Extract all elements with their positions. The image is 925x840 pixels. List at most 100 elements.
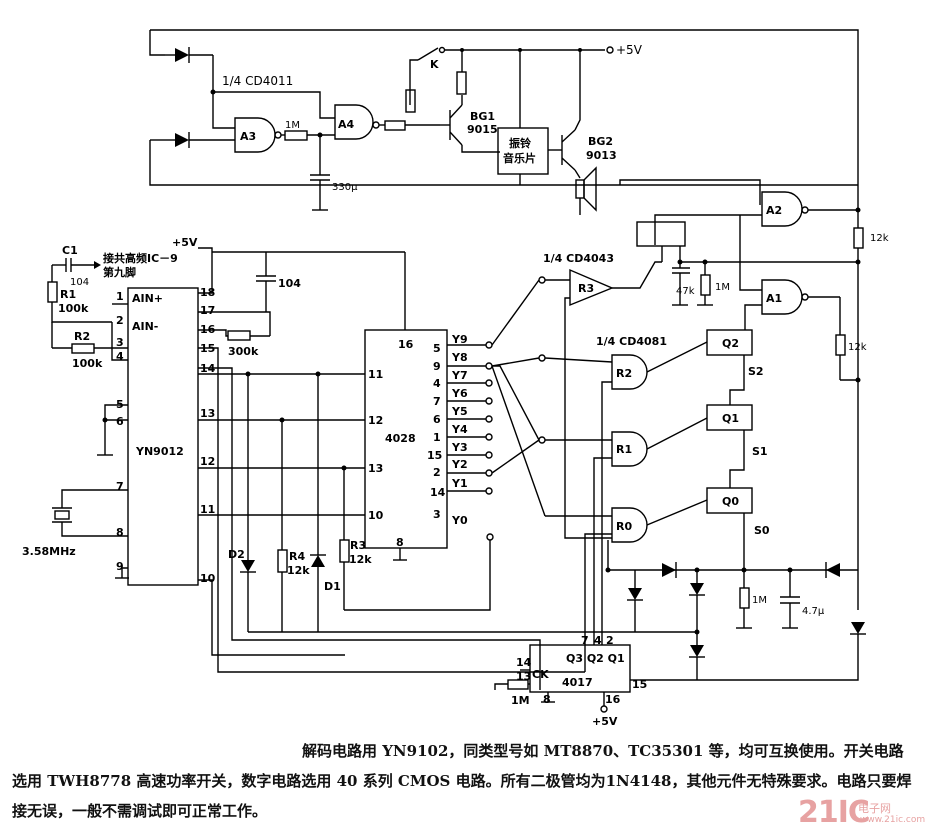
bottom-right-network: 1M 4.7μ bbox=[248, 540, 866, 681]
resistor-12k-a bbox=[853, 227, 864, 249]
diode-b1 bbox=[662, 562, 677, 578]
label-yn9012: YN9012 bbox=[135, 445, 184, 458]
gate-a2: A2 bbox=[761, 191, 809, 227]
ic-yn9012: AIN+ AIN- YN9012 1 2 3 4 5 6 7 8 9 18 17… bbox=[116, 286, 216, 586]
diode-top-2 bbox=[165, 132, 235, 148]
pin-label: 7 bbox=[581, 634, 589, 647]
ic-4028: 4028 16 11 12 13 10 8 bbox=[364, 329, 448, 561]
resistor-r4: R4 12k bbox=[277, 420, 310, 632]
label-s0: S0 bbox=[754, 524, 770, 537]
pin-label: 4 bbox=[594, 634, 602, 647]
label-d1: D1 bbox=[324, 580, 341, 593]
pin-label: 12 bbox=[200, 455, 215, 468]
label-crystal: 3.58MHz bbox=[22, 545, 76, 558]
label-k: K bbox=[430, 58, 439, 71]
ic-4028-outputs: 5 Y9 Y8 9 Y7 4 Y6 7 Y5 6 Y4 1 Y3 15 Y2 2… bbox=[427, 333, 493, 527]
label-y7: Y7 bbox=[451, 369, 468, 382]
resistor-12k-b bbox=[835, 334, 846, 356]
pin-label: 5 bbox=[433, 342, 441, 355]
label-r4: R4 bbox=[289, 550, 305, 563]
label-cd4043: 1/4 CD4043 bbox=[543, 252, 614, 265]
label-r2: R2 bbox=[74, 330, 90, 343]
watermark-url: www.21ic.com bbox=[860, 815, 925, 825]
label-1m-bottom: 1M bbox=[511, 694, 530, 707]
caption-text: 解码电路用 YN9102，同类型号如 MT8870、TC35301 等，均可互换… bbox=[12, 742, 912, 820]
resistor-1m-top: 1M bbox=[284, 120, 308, 141]
label-5v-top: +5V bbox=[616, 43, 643, 57]
pin-label: 13 bbox=[368, 462, 383, 475]
ic-4017: 4017 CK Q3 Q2 Q1 7 4 2 14 13 15 8 16 bbox=[516, 634, 647, 706]
label-connect-2: 第九脚 bbox=[103, 265, 136, 279]
label-1m-top: 1M bbox=[285, 120, 300, 131]
label-bg2-type: 9013 bbox=[586, 149, 617, 162]
resistor-r3: R3 12k bbox=[339, 468, 372, 610]
label-bg2: BG2 bbox=[588, 135, 613, 148]
label-c1-val: 104 bbox=[70, 277, 89, 288]
label-4028: 4028 bbox=[385, 432, 416, 445]
label-r2-gate: R2 bbox=[616, 367, 632, 380]
right-logic-section: A2 12k 47k 1M A1 bbox=[538, 179, 889, 645]
resistor-a4-out bbox=[384, 120, 406, 131]
circuit-schematic: 1/4 CD4011 A3 1M 330μ A4 bbox=[22, 29, 889, 728]
pin-label: 9 bbox=[116, 560, 124, 573]
label-q1: Q1 bbox=[722, 412, 739, 425]
label-y5: Y5 bbox=[451, 405, 468, 418]
label-y3: Y3 bbox=[451, 441, 468, 454]
pin-label: 4 bbox=[433, 377, 441, 390]
label-r1: R1 bbox=[60, 288, 76, 301]
pin-label: 14 bbox=[430, 486, 446, 499]
pin-label: 2 bbox=[606, 634, 614, 647]
label-bg1: BG1 bbox=[470, 110, 495, 123]
label-12k-a: 12k bbox=[870, 233, 889, 244]
label-d2: D2 bbox=[228, 548, 245, 561]
label-a3: A3 bbox=[240, 130, 256, 143]
label-a1: A1 bbox=[766, 292, 782, 305]
label-5v-left: +5V bbox=[172, 236, 198, 249]
label-r3: R3 bbox=[350, 539, 366, 552]
label-4-7u: 4.7μ bbox=[802, 606, 825, 617]
label-47k: 47k bbox=[676, 286, 695, 297]
gate-r0: R0 bbox=[611, 507, 648, 543]
transistor-bg2: BG2 9013 bbox=[561, 129, 617, 171]
pin-label: 13 bbox=[516, 670, 531, 683]
resistor-k bbox=[405, 89, 416, 113]
label-1m-right: 1M bbox=[752, 595, 767, 606]
pin-label: 3 bbox=[433, 508, 441, 521]
diode-d2: D2 bbox=[228, 374, 256, 632]
watermark-brand: 21IC bbox=[798, 795, 870, 830]
label-y0: Y0 bbox=[451, 514, 468, 527]
pin-label: 10 bbox=[200, 572, 216, 585]
pin-label: 9 bbox=[433, 360, 441, 373]
pin-label: 15 bbox=[632, 678, 647, 691]
chime-module: 振铃 音乐片 bbox=[497, 127, 549, 175]
crystal-3-58mhz: 3.58MHz bbox=[22, 489, 128, 558]
pin-label: 3 bbox=[116, 336, 124, 349]
label-r3-gate: R3 bbox=[578, 282, 594, 295]
pin-label: 2 bbox=[433, 466, 441, 479]
label-4017: 4017 bbox=[562, 676, 593, 689]
label-q2: Q2 bbox=[722, 337, 739, 350]
pin-label: 1 bbox=[433, 431, 441, 444]
switch-q2: Q2 bbox=[706, 329, 753, 356]
label-ain-plus: AIN+ bbox=[132, 292, 163, 305]
label-r2-val: 100k bbox=[72, 357, 103, 370]
input-section: C1 104 接共高频IC－9 第九脚 R1 100k R2 100k bbox=[47, 244, 178, 370]
gate-a1: A1 bbox=[761, 279, 809, 315]
label-s1: S1 bbox=[752, 445, 768, 458]
pin-label: 6 bbox=[116, 415, 124, 428]
switch-q0: Q0 bbox=[706, 487, 753, 514]
diode-b2 bbox=[825, 562, 840, 578]
pin-label: 10 bbox=[368, 509, 384, 522]
resistor-1m-mid bbox=[700, 274, 711, 296]
resistor-300k bbox=[227, 330, 251, 341]
resistor-1m-right bbox=[739, 587, 750, 609]
label-y9: Y9 bbox=[451, 333, 468, 346]
label-y8: Y8 bbox=[451, 351, 468, 364]
label-y4: Y4 bbox=[451, 423, 468, 436]
pin-label: 8 bbox=[543, 693, 551, 706]
switch-module bbox=[636, 221, 686, 247]
label-c1: C1 bbox=[62, 244, 78, 257]
pin-label: 14 bbox=[516, 656, 532, 669]
gate-a3: A3 bbox=[234, 117, 282, 153]
label-y1: Y1 bbox=[451, 477, 468, 490]
